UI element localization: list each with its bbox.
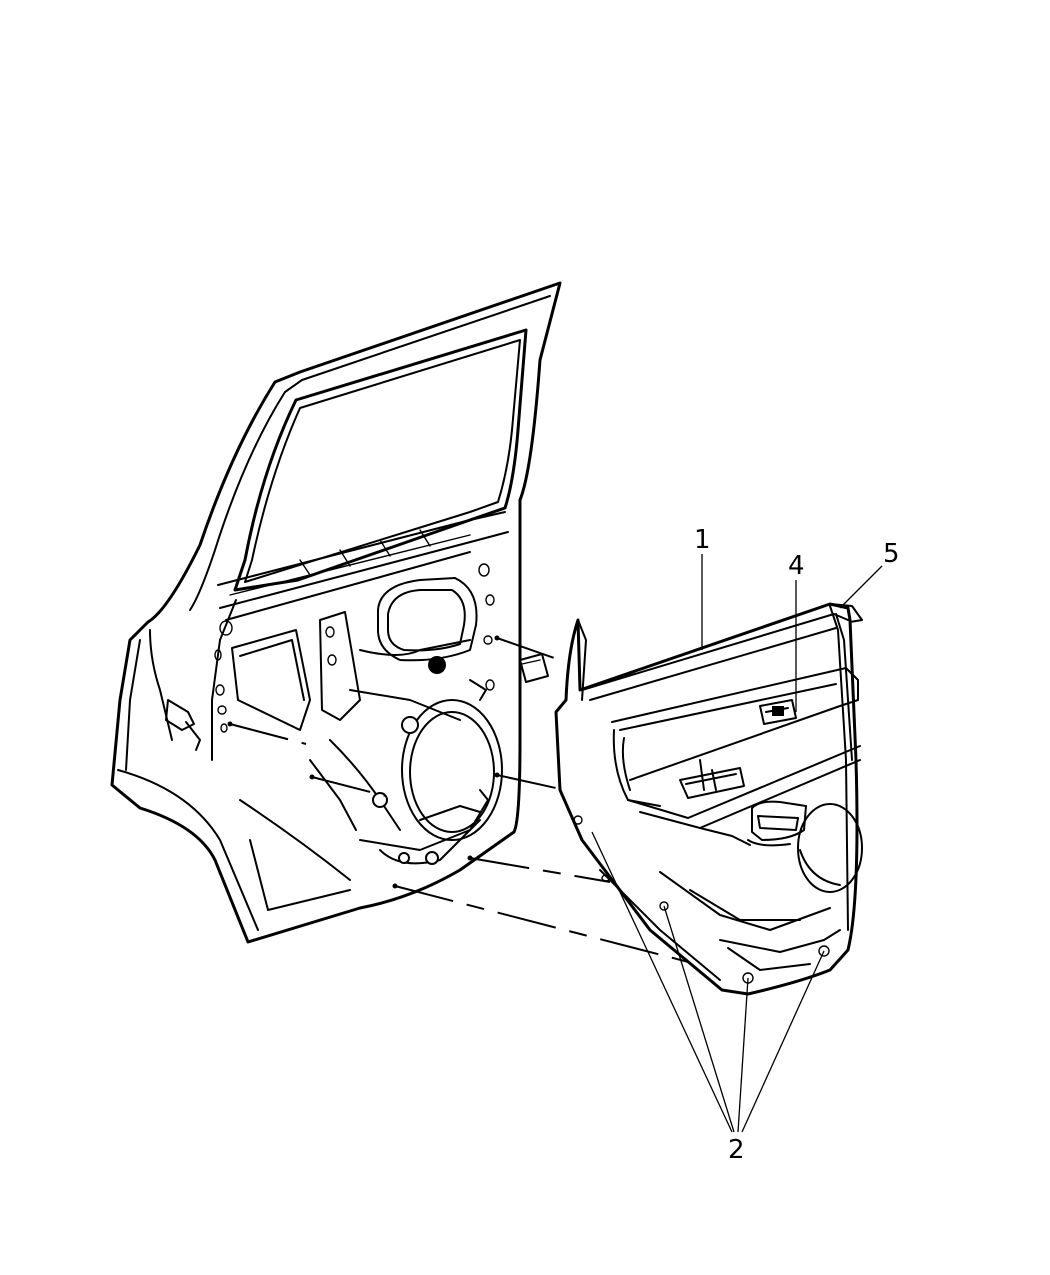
door-trim-panel — [554, 602, 863, 996]
callout-5-panel-end: 5 — [883, 539, 900, 569]
callout-labels: 1 2 4 5 — [694, 525, 900, 1165]
callout-4-switch: 4 — [788, 551, 805, 581]
callout-2-push-pins: 2 — [728, 1135, 745, 1165]
callout-1-trim-panel: 1 — [694, 525, 711, 555]
clip-bracket — [519, 653, 549, 683]
assembly-lines — [227, 635, 701, 966]
leader-lines — [591, 554, 883, 1133]
door-inner-shell — [110, 281, 562, 944]
